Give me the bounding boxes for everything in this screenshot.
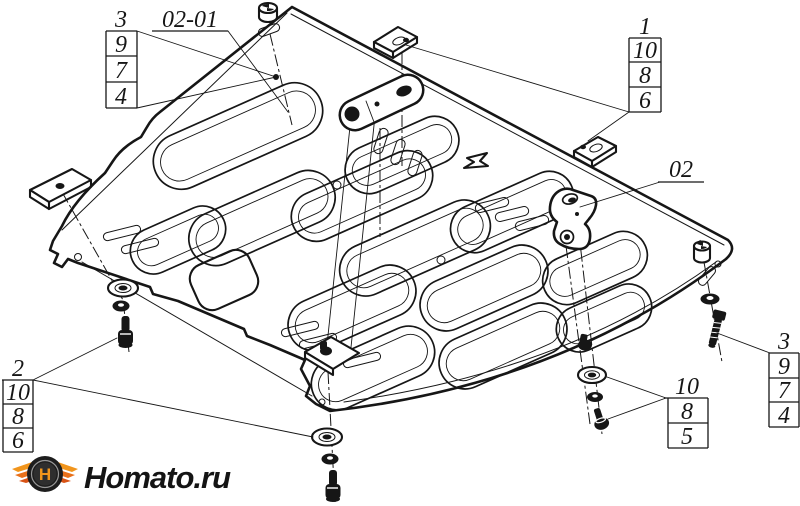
bracket-dogbone-02-01: [338, 73, 425, 132]
long-bolt-right: [708, 309, 727, 348]
bracket-l-shape-02: [548, 187, 598, 251]
lock-ring-right-inner: [587, 392, 603, 402]
callout-lead: 10: [675, 374, 699, 400]
logo-monogram: H: [39, 465, 51, 484]
bracket-strip-top: [372, 25, 419, 60]
callout-item: 8: [639, 63, 651, 89]
logo: H Homato.ru: [12, 456, 232, 495]
callout-item: 7: [115, 58, 128, 84]
callout-lead: 2: [12, 356, 24, 382]
vent-slot: [407, 149, 423, 177]
bracket-strip-bottom: [303, 335, 361, 377]
embossment: [129, 205, 227, 275]
vent-slot: [514, 214, 550, 232]
bolt-top: [257, 1, 279, 24]
callout-item: 8: [681, 399, 693, 425]
bolt-bottom: [325, 470, 341, 502]
callout-table-bottom-left: 2 10 8 6: [2, 356, 34, 454]
callout-item: 10: [633, 38, 657, 64]
callout-item: 8: [12, 404, 24, 430]
washer-bottom: [310, 427, 344, 447]
leader-lines: [32, 30, 771, 438]
lock-ring-bottom: [321, 453, 339, 465]
embossment: [152, 81, 324, 191]
embossment: [310, 325, 436, 411]
callout-lead: 1: [639, 14, 651, 40]
lock-ring-left: [112, 300, 130, 312]
callout-table-top-right: 1 10 8 6: [628, 14, 662, 114]
svg-text:02: 02: [669, 157, 693, 183]
callout-item: 6: [639, 88, 651, 114]
nut-right: [692, 240, 712, 264]
callout-table-top-left: 3 9 7 4: [105, 7, 138, 110]
embossment: [419, 244, 549, 332]
bracket-strip-left: [28, 167, 93, 211]
logo-text: Homato.ru: [84, 460, 231, 495]
callout-item: 5: [681, 424, 693, 450]
embossment: [290, 149, 434, 243]
bolt-left: [118, 316, 133, 348]
label-subassembly-plate: 02-01: [152, 7, 228, 33]
logo-emblem-icon: H: [12, 456, 78, 492]
vent-slot: [373, 127, 389, 155]
rectangular-cutout: [188, 248, 260, 312]
bolt-at-edge-center: [578, 333, 592, 351]
edge-slits: [102, 23, 716, 369]
callout-lead: 3: [777, 329, 790, 355]
direction-arrow-icon: [462, 151, 490, 170]
callout-lead: 3: [114, 7, 127, 33]
vent-slot: [474, 196, 510, 214]
callout-item: 4: [115, 84, 127, 110]
callout-item: 9: [115, 32, 127, 58]
callout-table-bottom-right-outer: 3 9 7 4: [768, 329, 800, 429]
callout-item: 4: [778, 403, 790, 429]
callout-item: 7: [778, 378, 791, 404]
svg-text:02-01: 02-01: [162, 7, 218, 33]
callout-item: 10: [6, 380, 30, 406]
callout-table-bottom-right-inner: 10 8 5: [664, 374, 709, 450]
washer-left: [106, 278, 140, 298]
embossment: [555, 283, 653, 353]
bracket-strip-right: [572, 135, 618, 169]
skid-plate-outline: [48, 5, 734, 413]
vent-slot: [494, 205, 530, 223]
washer-right-outer: [700, 293, 720, 305]
screw-right-inner: [593, 408, 610, 430]
label-subassembly-bracket: 02: [658, 157, 704, 183]
washer-right-inner: [576, 365, 608, 385]
embossment: [338, 199, 492, 297]
callout-item: 6: [12, 428, 24, 454]
callout-item: 9: [778, 354, 790, 380]
